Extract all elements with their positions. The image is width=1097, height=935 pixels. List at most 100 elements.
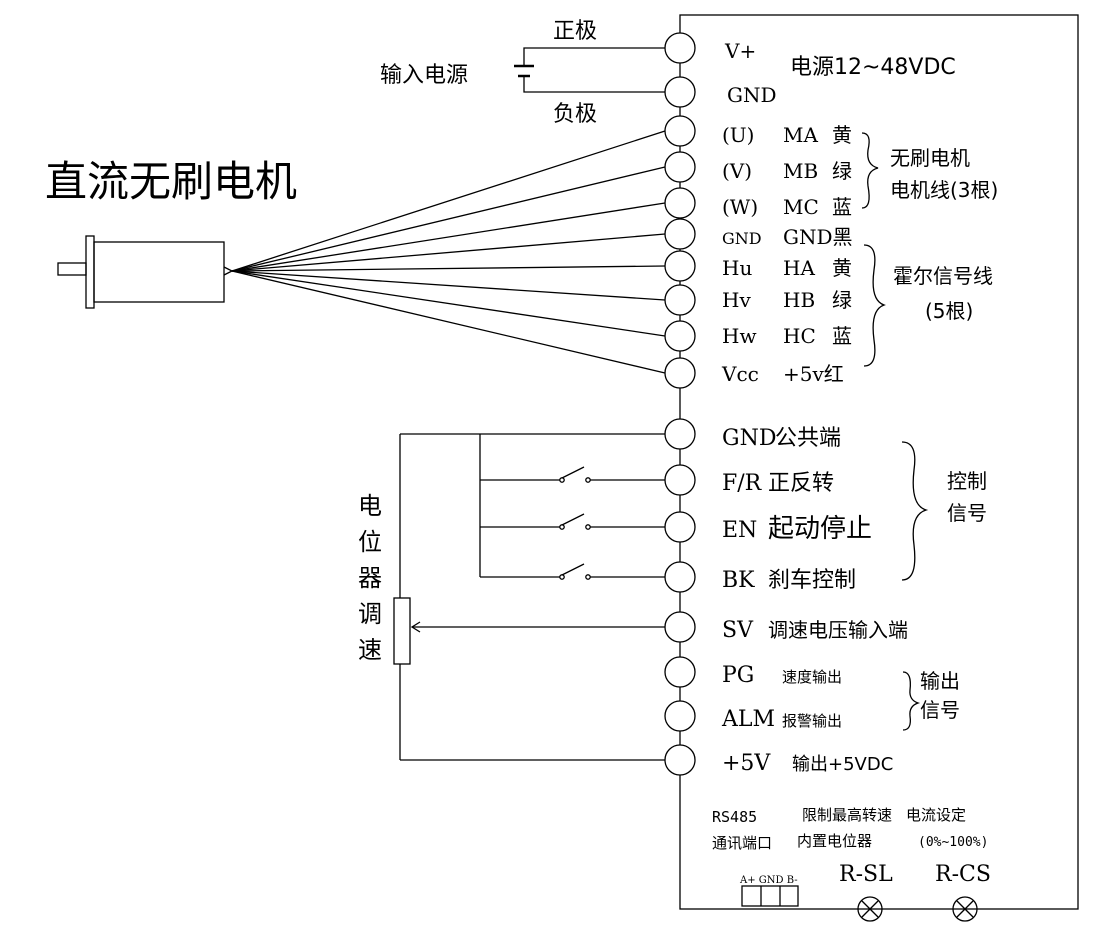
motor-drawing: [57, 235, 234, 309]
power-wiring: [514, 47, 665, 93]
terminal-8: [664, 320, 696, 352]
terminal-3: [664, 151, 696, 183]
wire-color-label: 蓝: [832, 195, 852, 219]
control-desc-label: 调速电压输入端: [768, 618, 908, 642]
current-range-label: (0%~100%): [918, 835, 988, 850]
control-desc-label: 输出+5VDC: [792, 754, 893, 775]
control-pin-label: GND: [722, 426, 776, 451]
wire-color-label: 黄: [832, 256, 852, 280]
rs485-label: RS485: [712, 808, 757, 826]
terminal-pin-label: GND: [722, 229, 762, 248]
rcs-pot-icon: [952, 896, 978, 922]
terminal-5: [664, 218, 696, 250]
terminal-11: [664, 464, 696, 496]
speed-limit-label: 限制最高转速: [802, 806, 892, 824]
control-pin-label: EN: [722, 518, 757, 543]
terminal-signal-label: HC: [783, 324, 816, 348]
motor-title: 直流无刷电机: [45, 157, 297, 206]
motor-wire-5: [231, 270, 666, 301]
motor-wire-6: [231, 270, 666, 337]
pot-char: 位: [358, 528, 382, 556]
control-pin-label: SV: [722, 618, 754, 643]
vplus-label: V+: [724, 39, 756, 63]
rs485-pinout-label: A+ GND B-: [739, 875, 798, 886]
potentiometer: [393, 597, 411, 665]
driver-box: [679, 14, 1079, 910]
rsl-label: R-SL: [839, 862, 893, 887]
motor-group-label-1: 无刷电机: [890, 146, 970, 170]
control-desc-label: 正反转: [768, 471, 834, 496]
control-pin-label: PG: [722, 663, 754, 688]
terminal-9: [664, 357, 696, 389]
control-pin-label: ALM: [721, 707, 775, 732]
terminal-pin-label: (W): [722, 195, 758, 219]
terminal-6: [664, 250, 696, 282]
terminal-7: [664, 284, 696, 316]
terminal-signal-label: MB: [783, 159, 818, 183]
terminal-13: [664, 561, 696, 593]
negative-label: 负极: [553, 102, 597, 127]
comm-port-label: 通讯端口: [712, 834, 772, 852]
hall-group-label-2: (5根): [925, 299, 973, 323]
control-desc-label: 报警输出: [782, 712, 842, 730]
rs485-connector: [741, 885, 799, 907]
output-brace: [902, 671, 921, 731]
terminal-4: [664, 187, 696, 219]
gnd-power-label: GND: [727, 83, 777, 107]
positive-label: 正极: [553, 19, 597, 44]
control-pin-label: F/R: [722, 471, 763, 496]
pot-char: 速: [358, 636, 382, 664]
control-desc-label: 公共端: [775, 426, 841, 451]
hall-brace: [863, 244, 886, 367]
motor-wire-2: [231, 202, 666, 272]
terminal-17: [664, 744, 696, 776]
wire-color-label: 蓝: [832, 324, 852, 348]
output-group-label-2: 信号: [920, 698, 960, 722]
terminal-block: [664, 32, 696, 776]
switch-bk: [559, 563, 591, 580]
motor-group-label-2: 电机线(3根): [890, 178, 998, 202]
terminal-0: [664, 32, 696, 64]
terminal-signal-label: HB: [783, 288, 815, 312]
terminal-signal-label: HA: [783, 256, 815, 280]
rsl-pot-icon: [857, 896, 883, 922]
switch-fr: [559, 466, 591, 483]
pot-char: 电: [358, 492, 382, 520]
rcs-label: R-CS: [935, 862, 991, 887]
terminal-signal-label: MC: [783, 195, 819, 219]
terminal-pin-label: Vcc: [721, 362, 759, 386]
motor-wires: [231, 130, 666, 374]
terminal-10: [664, 418, 696, 450]
input-power-label: 输入电源: [380, 63, 468, 88]
control-pin-label: BK: [722, 568, 755, 593]
wire-color-label: 黄: [832, 123, 852, 147]
pot-char: 器: [358, 564, 382, 592]
terminal-pin-label: (U): [722, 123, 754, 147]
control-brace: [901, 441, 929, 581]
motor-brace: [861, 132, 879, 209]
terminal-1: [664, 76, 696, 108]
builtin-pot-label: 内置电位器: [797, 832, 872, 850]
control-pin-label: +5V: [722, 751, 771, 776]
switch-en: [559, 513, 591, 530]
output-group-label-1: 输出: [920, 669, 960, 693]
motor-wire-1: [231, 166, 666, 272]
terminal-12: [664, 511, 696, 543]
terminal-signal-label: MA: [783, 123, 818, 147]
motor-wire-4: [231, 265, 666, 272]
terminal-15: [664, 656, 696, 688]
motor-wire-0: [231, 130, 666, 272]
control-wiring: [399, 433, 665, 761]
motor-wire-3: [231, 233, 666, 272]
wire-color-label: 绿: [832, 159, 852, 183]
pot-char: 调: [358, 600, 382, 628]
terminal-pin-label: (V): [722, 159, 752, 183]
terminal-16: [664, 700, 696, 732]
terminal-pin-label: Hu: [722, 256, 752, 280]
control-group-label-2: 信号: [947, 501, 987, 525]
power-spec-label: 电源12~48VDC: [790, 55, 956, 80]
control-desc-label: 速度输出: [782, 668, 842, 686]
control-desc-label: 起动停止: [768, 514, 872, 544]
